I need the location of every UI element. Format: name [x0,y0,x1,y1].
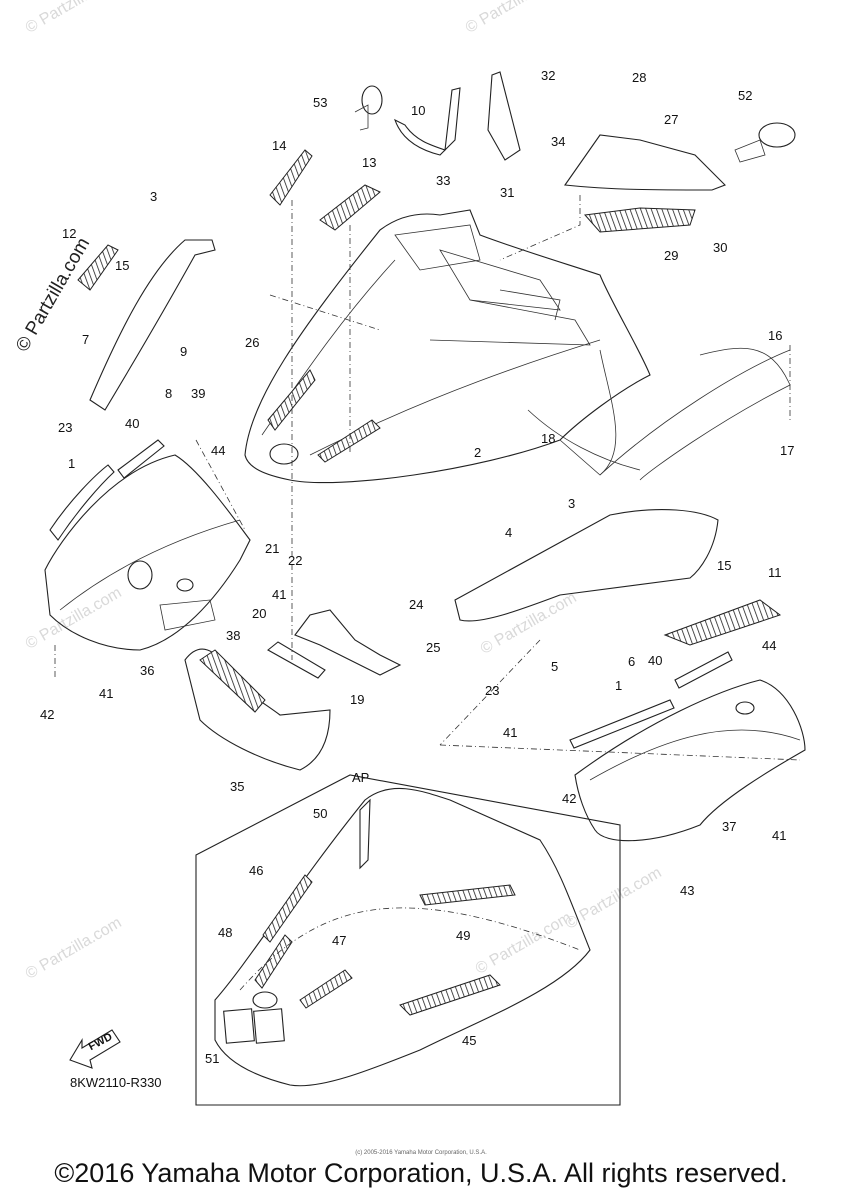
right-strip [674,651,733,689]
callout-label: 15 [717,558,731,573]
callout-label: 23 [58,420,72,435]
callout-label: 51 [205,1051,219,1066]
cable-18 [527,409,641,471]
callout-label: 1 [615,678,622,693]
callout-label: 44 [211,443,225,458]
callout-label: 41 [772,828,786,843]
copyright: ©2016 Yamaha Motor Corporation, U.S.A. A… [54,1158,788,1188]
leader-lines [54,195,801,761]
callout-label: 39 [191,386,205,401]
callout-label: 41 [99,686,113,701]
callout-label: 20 [252,606,266,621]
callout-label: 41 [272,587,286,602]
callout-label: 28 [632,70,646,85]
callout-label: 38 [226,628,240,643]
callout-label: 52 [738,88,752,103]
callout-label: 30 [713,240,727,255]
callout-label: 40 [648,653,662,668]
callout-label: 45 [462,1033,476,1048]
callout-label: 41 [503,725,517,740]
right-rubber-strip [569,699,675,749]
callout-label: 36 [140,663,154,678]
callout-label: 32 [541,68,555,83]
callout-label: 40 [125,416,139,431]
callout-labels: 1 1 2 3 3 4 5 6 7 8 9 10 11 12 13 14 15 … [40,68,794,1066]
callout-label: 1 [68,456,75,471]
right-grill-11 [663,599,782,646]
callout-label: 31 [500,185,514,200]
mirror-53 [354,85,383,131]
callout-label: 34 [551,134,565,149]
left-grill-12 [77,244,119,291]
callout-label: 2 [474,445,481,460]
callout-label: 26 [245,335,259,350]
windshield-31 [487,71,521,161]
callout-label: 15 [115,258,129,273]
callout-label: 43 [680,883,694,898]
callout-label: 48 [218,925,232,940]
callout-label: 22 [288,553,302,568]
callout-label: 44 [762,638,776,653]
right-lower-panel [454,509,719,622]
callout-label: 24 [409,597,423,612]
callout-label: 3 [568,496,575,511]
callout-label: 18 [541,431,555,446]
callout-label: 33 [436,173,450,188]
callout-label: 6 [628,654,635,669]
callout-label: 21 [265,541,279,556]
callout-label: 13 [362,155,376,170]
callout-label: 7 [82,332,89,347]
callout-label: 23 [485,683,499,698]
front-cowling [244,209,791,484]
callout-label: 16 [768,328,782,343]
callout-label: 27 [664,112,678,127]
right-side-panel [574,679,806,842]
front-lower-cover [184,648,331,771]
callout-label: 9 [180,344,187,359]
left-side-panel [44,454,251,651]
drawing-code: 8KW2110-R330 [70,1075,162,1090]
part-33 [444,87,461,152]
callout-label: 12 [62,226,76,241]
inset-title: AP [352,770,370,785]
part-10 [394,118,447,156]
callout-label: 37 [722,819,736,834]
callout-label: 29 [664,248,678,263]
callout-label: 11 [768,565,782,580]
grill-14 [269,149,313,206]
callout-label: 25 [426,640,440,655]
callout-label: 14 [272,138,286,153]
callout-label: 17 [780,443,794,458]
cable-16 [639,347,791,481]
callout-label: 42 [40,707,54,722]
callout-label: 35 [230,779,244,794]
callout-label: 19 [350,692,364,707]
callout-label: 47 [332,933,346,948]
bracket-19 [294,609,402,676]
callout-label: 46 [249,863,263,878]
callout-label: 10 [411,103,425,118]
callout-label: 3 [150,189,157,204]
callout-label: 42 [562,791,576,806]
grill-29 [584,207,696,233]
left-strip [117,439,165,479]
mirror-52 [734,122,796,163]
fwd-arrow-icon [69,1029,121,1069]
callout-label: 50 [313,806,327,821]
left-rubber-strip [49,464,115,541]
callout-label: 5 [551,659,558,674]
callout-label: 49 [456,928,470,943]
strip-20 [267,641,326,679]
copyright-small: (c) 2005-2016 Yamaha Motor Corporation, … [355,1150,487,1156]
callout-label: 8 [165,386,172,401]
callout-label: 53 [313,95,327,110]
callout-label: 4 [505,525,512,540]
left-bracket [89,239,216,411]
grill-13 [319,184,381,231]
upper-trim-27 [564,134,726,191]
inset-box [195,774,621,1106]
